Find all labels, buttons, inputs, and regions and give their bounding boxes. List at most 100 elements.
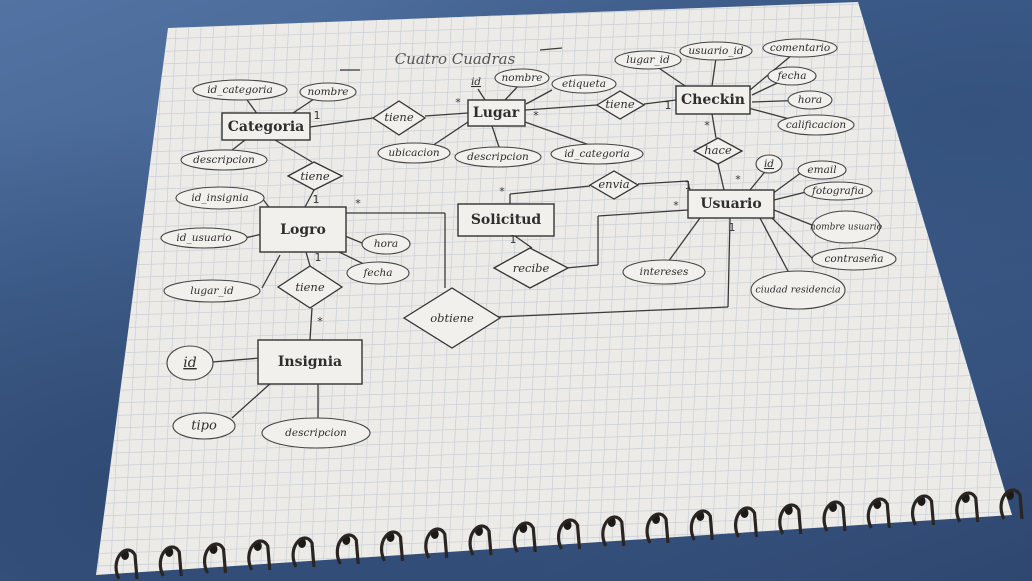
entity-categoria[interactable]: Categoria xyxy=(221,112,311,141)
svg-text:comentario: comentario xyxy=(770,42,830,54)
svg-text:*: * xyxy=(455,96,461,109)
binding-ring xyxy=(866,497,891,529)
svg-text:hora: hora xyxy=(798,94,822,106)
relationship-label: tiene xyxy=(295,280,325,294)
svg-text:*: * xyxy=(355,197,361,210)
entity-box xyxy=(687,189,775,219)
entity-label: Categoria xyxy=(228,119,304,135)
attribute-categoria-id[interactable]: id_categoria xyxy=(192,79,288,101)
svg-text:1: 1 xyxy=(313,193,320,206)
entity-label: Usuario xyxy=(700,196,761,212)
relationship-hace[interactable]: hace xyxy=(692,137,744,165)
attribute-insignia-tipo[interactable]: tipo xyxy=(172,412,236,440)
attribute-usuario-email[interactable]: email xyxy=(797,160,847,180)
entity-checkin[interactable]: Checkin xyxy=(675,85,751,115)
attribute-insignia-descripcion[interactable]: descripcion xyxy=(261,417,371,449)
svg-text:nombre usuario: nombre usuario xyxy=(810,223,883,233)
attribute-usuario-contrasena[interactable]: contraseña xyxy=(811,247,897,271)
relationship-tiene-categoria-logro[interactable]: tiene xyxy=(286,161,344,191)
svg-text:fotografia: fotografia xyxy=(811,185,864,197)
binding-ring xyxy=(380,530,405,562)
attribute-lugar-nombre[interactable]: nombre xyxy=(494,68,550,88)
binding-ring xyxy=(512,521,537,553)
entity-logro[interactable]: Logro xyxy=(259,206,347,253)
attribute-categoria-descripcion[interactable]: descripcion xyxy=(180,149,268,171)
attribute-checkin-comentario[interactable]: comentario xyxy=(762,38,838,58)
relationship-envia[interactable]: envia xyxy=(588,170,640,200)
diamond-shape xyxy=(286,161,344,191)
attribute-logro-hora[interactable]: hora xyxy=(361,233,411,255)
diagram-title: Cuatro Cuadras xyxy=(395,50,516,68)
attribute-lugar-id[interactable]: id xyxy=(471,76,481,88)
svg-text:1: 1 xyxy=(315,251,322,264)
attribute-checkin-hora[interactable]: hora xyxy=(787,90,833,110)
svg-text:id: id xyxy=(471,76,481,88)
svg-text:id_categoria: id_categoria xyxy=(207,84,273,96)
title-dash-right xyxy=(539,47,563,51)
svg-text:1: 1 xyxy=(314,109,321,122)
binding-ring xyxy=(955,491,980,523)
relationship-label: recibe xyxy=(513,261,550,275)
binding-ring xyxy=(689,509,714,541)
attribute-usuario-fotografia[interactable]: fotografia xyxy=(803,181,873,201)
binding-ring xyxy=(468,524,493,556)
relationship-obtiene[interactable]: obtiene xyxy=(402,287,502,349)
relationship-tiene-categoria-lugar[interactable]: tiene xyxy=(371,100,427,136)
binding-ring xyxy=(601,515,626,547)
relationship-tiene-lugar-checkin[interactable]: tiene xyxy=(595,90,646,120)
relationship-recibe[interactable]: recibe xyxy=(492,247,570,289)
entity-lugar[interactable]: Lugar xyxy=(467,99,526,127)
attribute-usuario-nombre-usuario[interactable]: nombre usuario xyxy=(810,210,883,244)
svg-text:id_usuario: id_usuario xyxy=(176,232,231,244)
cardinality-marks: 1 * * 1 1 * * * * 1 * 1 1 1 * xyxy=(313,96,742,328)
relationship-tiene-logro-insignia[interactable]: tiene xyxy=(276,265,344,309)
entity-label: Insignia xyxy=(278,354,342,370)
attribute-logro-lugar-id[interactable]: lugar_id xyxy=(163,279,261,303)
entity-solicitud[interactable]: Solicitud xyxy=(457,203,555,237)
attribute-logro-fecha[interactable]: fecha xyxy=(346,261,410,285)
svg-text:intereses: intereses xyxy=(640,266,689,278)
svg-text:*: * xyxy=(533,109,539,122)
diamond-shape xyxy=(588,170,640,200)
svg-text:*: * xyxy=(317,315,323,328)
attribute-logro-id-insignia[interactable]: id_insignia xyxy=(175,186,265,210)
attribute-categoria-nombre[interactable]: nombre xyxy=(299,82,357,102)
binding-ring xyxy=(557,518,582,550)
attribute-checkin-usuario-id[interactable]: usuario_id xyxy=(679,41,753,61)
svg-text:lugar_id: lugar_id xyxy=(626,54,670,66)
relationship-label: obtiene xyxy=(430,311,474,325)
entity-label: Logro xyxy=(280,222,326,238)
binding-ring xyxy=(114,548,139,580)
binding-ring xyxy=(424,527,449,559)
attribute-lugar-descripcion[interactable]: descripcion xyxy=(454,146,542,168)
svg-text:fecha: fecha xyxy=(362,267,392,279)
attribute-insignia-id[interactable]: id xyxy=(166,345,214,381)
svg-text:id: id xyxy=(183,355,196,371)
svg-text:etiqueta: etiqueta xyxy=(562,78,606,90)
relationship-label: hace xyxy=(704,143,732,157)
attribute-checkin-fecha[interactable]: fecha xyxy=(767,66,817,86)
entity-usuario[interactable]: Usuario xyxy=(687,189,775,219)
attribute-lugar-id-categoria[interactable]: id_categoria xyxy=(550,143,644,165)
svg-text:1: 1 xyxy=(729,221,736,234)
attribute-lugar-ubicacion[interactable]: ubicacion xyxy=(377,142,451,164)
entity-insignia[interactable]: Insignia xyxy=(257,339,363,385)
relationship-label: envia xyxy=(598,177,629,191)
attribute-lugar-etiqueta[interactable]: etiqueta xyxy=(551,74,617,94)
binding-ring xyxy=(645,512,670,544)
attribute-usuario-id[interactable]: id xyxy=(755,154,783,174)
attribute-checkin-lugar-id[interactable]: lugar_id xyxy=(614,50,682,70)
svg-text:nombre: nombre xyxy=(308,86,349,98)
entity-label: Solicitud xyxy=(471,212,542,228)
diamond-shape xyxy=(402,287,502,349)
attribute-checkin-calificacion[interactable]: calificacion xyxy=(777,114,855,136)
attribute-usuario-ciudad-residencia[interactable]: ciudad residencia xyxy=(750,270,846,310)
svg-text:contraseña: contraseña xyxy=(824,253,883,265)
binding-ring xyxy=(291,536,316,568)
diamond-shape xyxy=(492,247,570,289)
svg-text:usuario_id: usuario_id xyxy=(688,45,743,57)
entity-box xyxy=(221,112,311,141)
attribute-usuario-intereses[interactable]: intereses xyxy=(622,259,706,285)
attribute-logro-id-usuario[interactable]: id_usuario xyxy=(160,227,248,249)
